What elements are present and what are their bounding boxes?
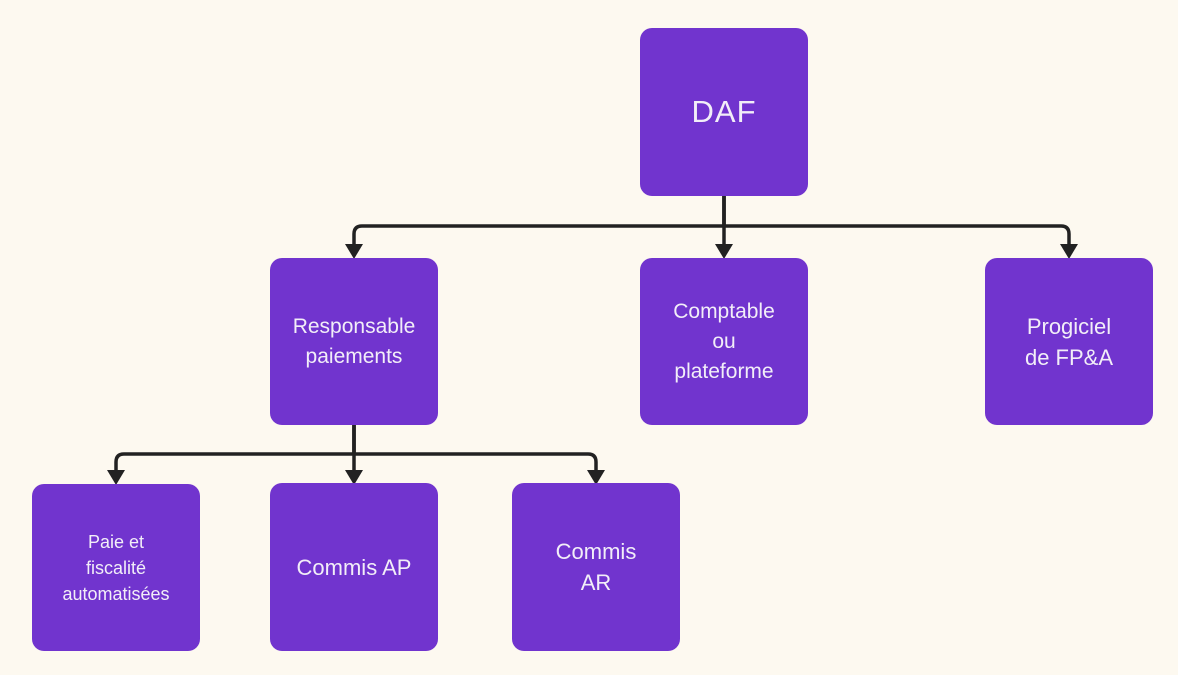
- org-node-label: plateforme: [674, 359, 774, 383]
- org-node-comptable-ou-plateforme: Comptable ou plateforme: [640, 258, 808, 425]
- org-node-daf: DAF: [640, 28, 808, 196]
- edge-daf-responsable: [345, 196, 726, 259]
- org-node-label: fiscalité: [85, 557, 147, 578]
- org-node-progiciel-de-fpa: Progiciel de FP&A: [985, 258, 1153, 425]
- org-node-label: automatisées: [62, 583, 170, 604]
- org-node-label: Progiciel: [1026, 313, 1112, 339]
- org-node-label: AR: [580, 570, 612, 595]
- org-node-label: de FP&A: [1024, 344, 1114, 370]
- edge-responsable-paie: [107, 425, 356, 485]
- org-node-label: DAF: [691, 94, 757, 129]
- org-node-paie-fiscalite: Paie et fiscalité automatisées: [32, 484, 200, 651]
- org-node-label: paiements: [305, 344, 403, 368]
- edge-daf-progiciel: [722, 196, 1078, 259]
- org-node-label: Paie et: [87, 531, 145, 552]
- org-node-label: Responsable: [292, 314, 416, 338]
- org-node-responsable-paiements: Responsable paiements: [270, 258, 438, 425]
- org-node-label: Commis AP: [296, 554, 412, 580]
- org-node-commis-ap: Commis AP: [270, 483, 438, 651]
- org-node-commis-ar: Commis AR: [512, 483, 680, 651]
- org-node-label: Comptable: [673, 299, 775, 323]
- edge-responsable-commis-ar: [352, 425, 605, 485]
- org-node-label: ou: [712, 329, 736, 353]
- org-node-label: Commis: [555, 539, 637, 564]
